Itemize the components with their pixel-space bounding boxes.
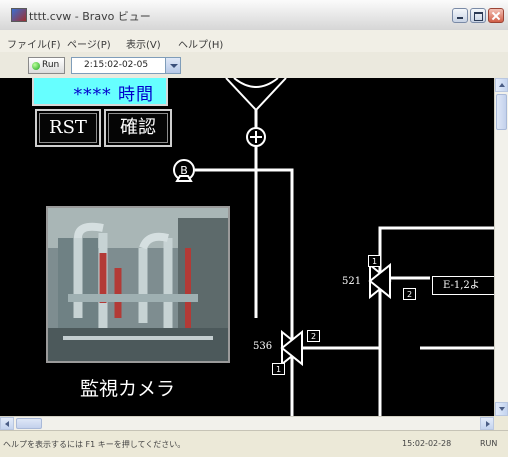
- scroll-right-icon[interactable]: [480, 417, 494, 430]
- title-bar[interactable]: tttt.cvw - Bravo ビュー: [0, 0, 508, 31]
- maximize-button[interactable]: [470, 8, 486, 23]
- surveillance-camera-view[interactable]: [46, 206, 230, 363]
- flow-meter-cross-icon: [250, 131, 262, 143]
- status-help-text: ヘルプを表示するには F1 キーを押してください。: [3, 440, 186, 449]
- time-select[interactable]: 2:15:02-02-05: [71, 57, 181, 74]
- valve-536-port-1: 1: [272, 363, 285, 375]
- pump-label: B: [180, 164, 188, 177]
- horizontal-scrollbar[interactable]: [0, 416, 494, 430]
- scroll-down-icon[interactable]: [495, 402, 508, 416]
- scroll-corner: [494, 416, 508, 430]
- menu-view[interactable]: 表示(V): [126, 40, 161, 51]
- vertical-scrollbar[interactable]: [494, 78, 508, 416]
- scroll-left-icon[interactable]: [0, 417, 14, 430]
- toolbar: Run 2:15:02-02-05: [0, 52, 508, 79]
- hours-text: **** 時間: [73, 85, 154, 105]
- piping-diagram: B: [173, 78, 494, 416]
- minimize-button[interactable]: [452, 8, 468, 23]
- close-button[interactable]: [488, 8, 504, 23]
- menu-page[interactable]: ページ(P): [67, 40, 111, 51]
- app-icon[interactable]: [11, 8, 27, 22]
- window-title: tttt.cvw - Bravo ビュー: [29, 10, 151, 23]
- time-select-value: 2:15:02-02-05: [84, 60, 149, 70]
- pump-outlet-pipe: [195, 168, 294, 416]
- run-button[interactable]: Run: [28, 57, 65, 74]
- run-status-led-icon: [32, 62, 40, 70]
- vertical-scroll-thumb[interactable]: [496, 94, 507, 130]
- status-time: 15:02-02-28: [402, 439, 452, 448]
- camera-label: 監視カメラ: [80, 378, 176, 400]
- hopper-inner-icon: [233, 78, 279, 88]
- menu-help[interactable]: ヘルプ(H): [178, 40, 224, 51]
- chevron-down-icon[interactable]: [165, 58, 180, 73]
- status-bar: ヘルプを表示するには F1 キーを押してください。 15:02-02-28 RU…: [0, 430, 508, 457]
- valve-536-label: 536: [253, 341, 273, 352]
- valve-521-label: 521: [342, 276, 362, 287]
- maximize-icon: [471, 9, 485, 22]
- camera-feed-image: [48, 208, 228, 361]
- valve-521-mirror-icon: [368, 262, 391, 300]
- hours-display-panel: **** 時間: [32, 78, 168, 106]
- menu-bar: ファイル(F) ページ(P) 表示(V) ヘルプ(H): [0, 30, 508, 52]
- close-icon: [489, 9, 503, 22]
- valve-536-mirror-icon: [280, 329, 303, 367]
- pump-base-icon: [175, 175, 193, 182]
- valve-536-port-2: 2: [307, 330, 320, 342]
- minimize-icon: [453, 9, 467, 22]
- rst-button[interactable]: RST: [35, 109, 101, 147]
- horizontal-scroll-thumb[interactable]: [16, 418, 42, 429]
- equipment-label[interactable]: E-1,2よ: [432, 276, 494, 295]
- valve-521-port-2: 2: [403, 288, 416, 300]
- confirm-button[interactable]: 確認: [104, 109, 172, 147]
- scroll-up-icon[interactable]: [495, 78, 508, 92]
- run-button-label: Run: [42, 60, 60, 70]
- process-diagram-canvas[interactable]: B **** 時間 RST 確認 監視カメラ 536 2: [0, 78, 494, 416]
- hopper-icon: [225, 78, 287, 112]
- status-mode: RUN: [480, 439, 498, 448]
- menu-file[interactable]: ファイル(F): [7, 40, 61, 51]
- valve-521-port-1: 1: [368, 255, 381, 267]
